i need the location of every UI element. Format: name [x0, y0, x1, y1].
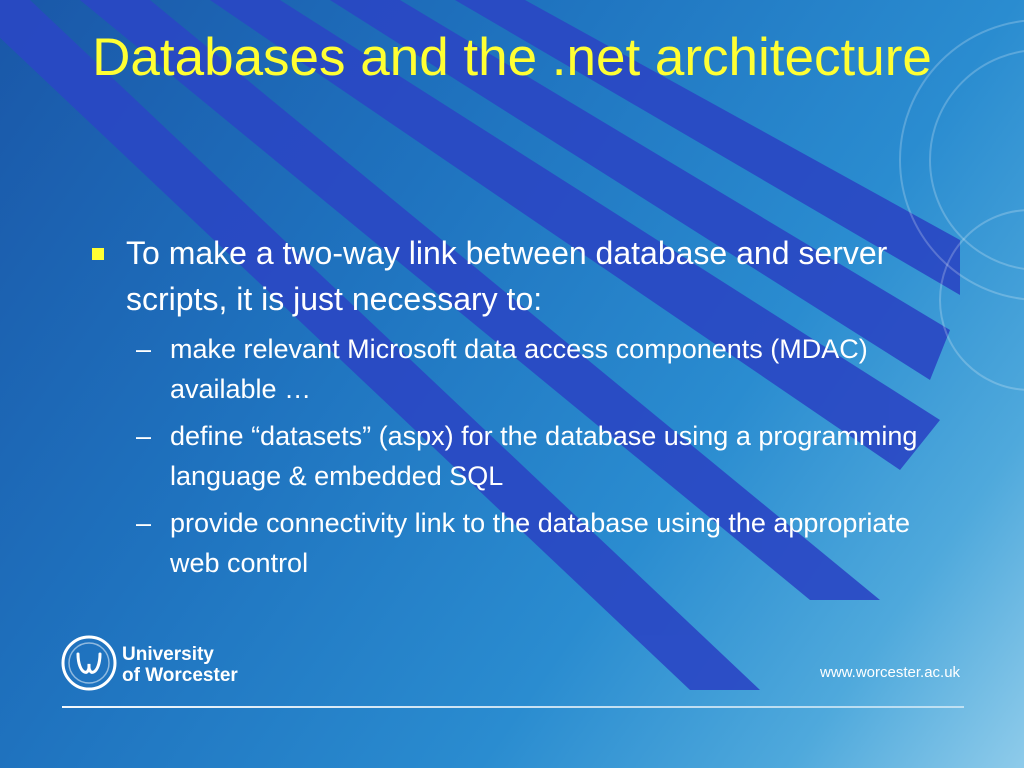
university-logo: University of Worcester: [60, 632, 260, 694]
logo-text-line2: of Worcester: [122, 665, 238, 686]
sub-bullet-text: define “datasets” (aspx) for the databas…: [170, 421, 918, 491]
sub-bullet-text: provide connectivity link to the databas…: [170, 508, 910, 578]
diagonal-stripe: [0, 0, 760, 690]
main-bullet-text: To make a two-way link between database …: [126, 235, 888, 317]
decorative-arc: [929, 50, 1024, 270]
sub-bullet-list: – make relevant Microsoft data access co…: [90, 329, 950, 583]
slide-body: To make a two-way link between database …: [90, 230, 950, 583]
slide-title: Databases and the .net architecture: [92, 28, 932, 87]
decorative-arc: [939, 209, 1024, 391]
dash-marker: –: [136, 421, 152, 451]
sub-bullet: – define “datasets” (aspx) for the datab…: [90, 416, 950, 496]
decorative-arc: [899, 19, 1024, 301]
dash-marker: –: [136, 508, 152, 538]
dash-marker: –: [136, 334, 152, 364]
sub-bullet: – provide connectivity link to the datab…: [90, 503, 950, 583]
footer-url: www.worcester.ac.uk: [820, 664, 961, 681]
diagonal-stripe: [455, 0, 960, 295]
sub-bullet: – make relevant Microsoft data access co…: [90, 329, 950, 409]
logo-text-line1: University: [122, 644, 214, 665]
square-bullet-icon: [92, 248, 104, 260]
logo-emblem-icon: [61, 635, 117, 691]
diagonal-stripe: [80, 0, 880, 600]
sub-bullet-text: make relevant Microsoft data access comp…: [170, 334, 868, 404]
diagonal-stripe: [330, 0, 950, 380]
main-bullet: To make a two-way link between database …: [90, 230, 950, 322]
diagonal-stripe: [210, 0, 940, 470]
footer-divider: [62, 706, 964, 708]
